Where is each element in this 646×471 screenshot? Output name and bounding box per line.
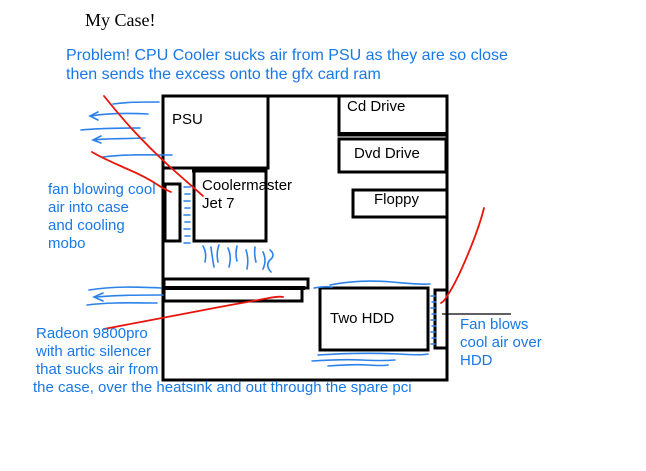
gpu-card-bar-top — [162, 277, 310, 290]
cooler-exhaust-strokes — [202, 244, 274, 273]
intake-fan-annotation-line2: air into case — [48, 199, 129, 216]
floppy-label: Floppy — [374, 191, 420, 208]
hdd-label: Two HDD — [330, 310, 395, 327]
airflow-left-mid-wind-strokes — [86, 286, 164, 306]
hdd-fan-box — [433, 288, 449, 350]
intake-fan-dash-column — [183, 186, 191, 244]
hdd-fan-annotation: Fan blows cool air over HDD — [460, 316, 542, 370]
airflow-intake-wind-strokes — [80, 101, 173, 158]
problem-note: Problem! CPU Cooler sucks air from PSU a… — [66, 47, 508, 84]
problem-note-line1: Problem! CPU Cooler sucks air from PSU a… — [66, 47, 508, 64]
intake-fan-annotation-line1: fan blowing cool — [48, 181, 156, 198]
gpu-annotation-line3: that sucks air from — [36, 361, 159, 378]
hdd-fan-annotation-line1: Fan blows — [460, 316, 529, 333]
intake-fan-box — [163, 182, 182, 243]
cpu-cooler-label-line2: Jet 7 — [202, 195, 235, 212]
cd-drive-label: Cd Drive — [347, 98, 406, 115]
gpu-annotation: Radeon 9800pro with artic silencer that … — [33, 325, 412, 397]
intake-fan-annotation-line4: mobo — [48, 235, 86, 252]
gpu-annotation-line4: the case, over the heatsink and out thro… — [33, 379, 412, 396]
intake-fan-annotation-line3: and cooling — [48, 217, 125, 234]
hdd-fan-annotation-line3: HDD — [460, 352, 493, 369]
cpu-cooler-label: Coolermaster Jet 7 — [202, 177, 292, 213]
psu-box — [161, 94, 270, 170]
gpu-card-bar-bottom — [162, 286, 304, 303]
gpu-annotation-line2: with artic silencer — [36, 343, 152, 360]
gpu-annotation-line1: Radeon 9800pro — [36, 325, 148, 342]
red-line-hdd-fan — [440, 207, 485, 304]
psu-label: PSU — [172, 111, 203, 128]
hdd-fan-annotation-line2: cool air over — [460, 334, 542, 351]
dvd-drive-label: Dvd Drive — [354, 145, 420, 162]
hdd-fan-dash-column — [430, 295, 437, 345]
cpu-cooler-label-line1: Coolermaster — [202, 177, 293, 194]
page-title: My Case! — [85, 10, 156, 30]
problem-note-line2: then sends the excess onto the gfx card … — [66, 65, 381, 83]
hdd-top-wind-strokes — [313, 280, 431, 289]
intake-fan-annotation: fan blowing cool air into case and cooli… — [48, 181, 156, 253]
